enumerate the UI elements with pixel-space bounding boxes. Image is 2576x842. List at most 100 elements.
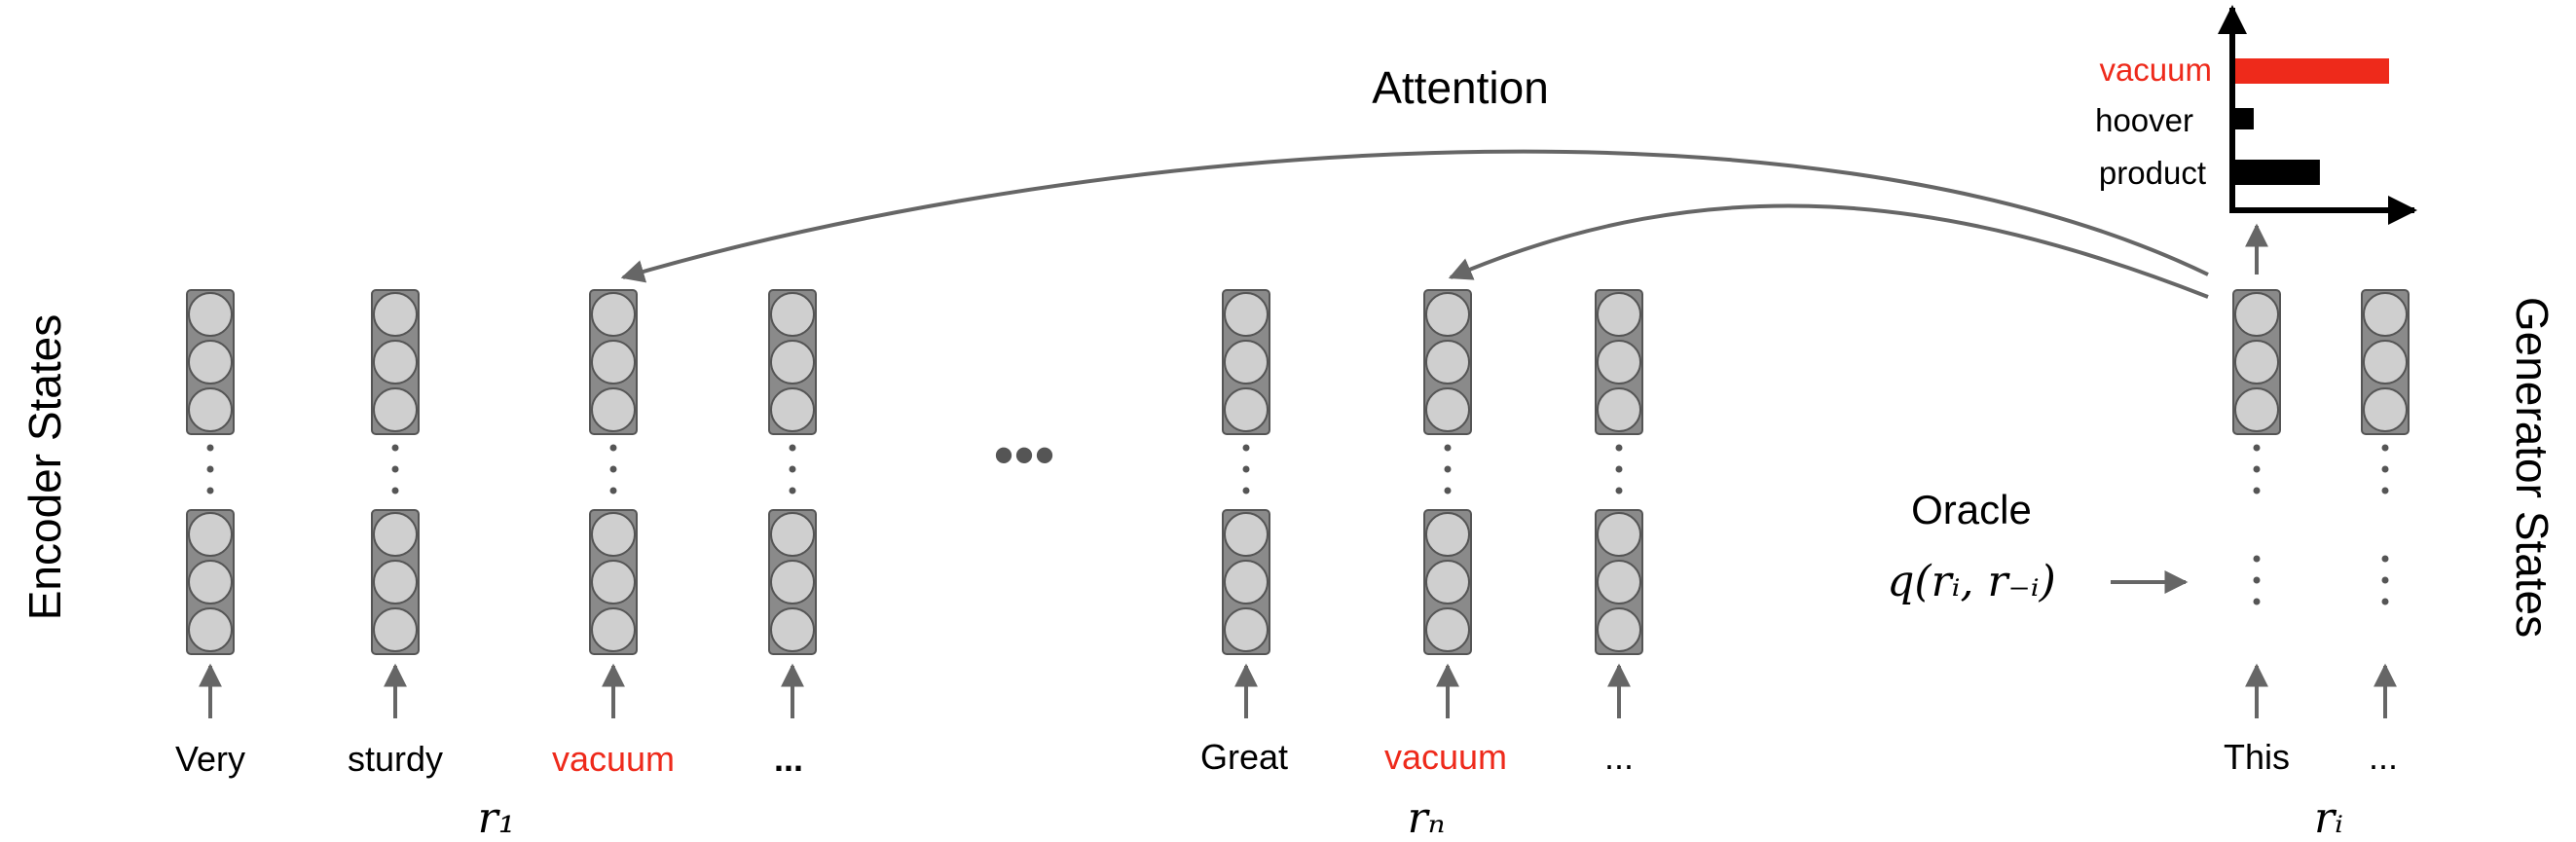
encoder-column-2 [371, 289, 420, 718]
generator-states-label: Generator States [2507, 297, 2558, 638]
encoder-column-5 [1222, 289, 1270, 718]
encoder-column-7 [1595, 289, 1643, 718]
oracle-formula: q(rᵢ, r₋ᵢ) [1887, 557, 2055, 606]
bottom-layer-stack [371, 509, 420, 655]
neuron [2234, 292, 2279, 337]
bottom-layer-stack [1595, 509, 1643, 655]
generator-words: This ... [2224, 737, 2398, 777]
bar-vacuum [2235, 58, 2389, 84]
top-layer-stack [1595, 289, 1643, 435]
neuron [1224, 340, 1269, 384]
middle-ellipsis: ••• [993, 422, 1054, 488]
neuron [2363, 292, 2408, 337]
word-ellipsis-3: ... [2369, 737, 2398, 777]
chart-label-hoover: hoover [2095, 102, 2193, 138]
neuron [770, 607, 815, 652]
word-vacuum-2: vacuum [1384, 737, 1507, 777]
attention-title: Attention [1372, 62, 1549, 113]
neuron [373, 607, 418, 652]
bottom-layer-stack [186, 509, 235, 655]
neuron [591, 560, 636, 604]
neuron [1597, 512, 1641, 557]
neuron [591, 292, 636, 337]
generator-columns [2232, 223, 2410, 718]
layer-dots [2381, 444, 2389, 605]
neuron [1224, 387, 1269, 432]
encoder-columns [186, 289, 1643, 718]
neuron [591, 387, 636, 432]
neuron [770, 292, 815, 337]
word-great: Great [1200, 737, 1288, 777]
bottom-layer-stack [1222, 509, 1270, 655]
layer-dots [391, 444, 399, 494]
word-this: This [2224, 737, 2290, 777]
bottom-layer-stack [1423, 509, 1472, 655]
neuron [1597, 387, 1641, 432]
top-layer-stack [1222, 289, 1270, 435]
neuron [1425, 512, 1470, 557]
neuron [1224, 607, 1269, 652]
neuron [1597, 292, 1641, 337]
top-layer-stack [2361, 289, 2410, 435]
bottom-layer-stack [589, 509, 638, 655]
word-ellipsis-1: ... [774, 739, 803, 779]
neuron [1224, 512, 1269, 557]
bar-hoover [2235, 108, 2254, 129]
generator-column-1 [2232, 289, 2281, 718]
neuron [373, 340, 418, 384]
segment-label-rN: rₙ [1408, 793, 1446, 842]
neuron [591, 607, 636, 652]
neuron [770, 340, 815, 384]
neuron [1597, 607, 1641, 652]
encoder-states-label: Encoder States [19, 314, 70, 621]
neuron [188, 340, 233, 384]
layer-dots [1615, 444, 1623, 494]
bottom-layer-stack [768, 509, 817, 655]
top-layer-stack [768, 289, 817, 435]
top-layer-stack [186, 289, 235, 435]
neuron [373, 387, 418, 432]
neuron [2234, 340, 2279, 384]
neuron [2234, 387, 2279, 432]
layer-dots [2253, 444, 2261, 605]
neuron [1425, 340, 1470, 384]
neuron [1425, 560, 1470, 604]
segment-label-ri: rᵢ [2314, 793, 2343, 842]
neuron [188, 607, 233, 652]
encoder-column-4 [768, 289, 817, 718]
word-ellipsis-2: ... [1604, 737, 1634, 777]
neuron [1425, 607, 1470, 652]
generator-column-2 [2361, 289, 2410, 718]
encoder-column-3 [589, 289, 638, 718]
attention-arc-to-vacuum-2 [1448, 203, 2209, 299]
neuron [188, 292, 233, 337]
layer-dots [1242, 444, 1250, 494]
bar-product [2235, 160, 2320, 185]
oracle-title: Oracle [1911, 487, 2032, 532]
layer-dots [206, 444, 214, 494]
neuron [2363, 387, 2408, 432]
neuron [1224, 560, 1269, 604]
neuron [770, 387, 815, 432]
neuron [1425, 387, 1470, 432]
neuron [188, 512, 233, 557]
top-layer-stack [589, 289, 638, 435]
encoder-words: Very sturdy vacuum ... Great vacuum ... [175, 737, 1634, 779]
word-very: Very [175, 739, 245, 779]
neuron [1597, 560, 1641, 604]
chart-label-product: product [2099, 155, 2206, 191]
attention-bar-chart: vacuum hoover product [2095, 5, 2417, 225]
neuron [373, 292, 418, 337]
layer-dots [609, 444, 617, 494]
attention-arc-to-vacuum-1 [620, 149, 2209, 283]
word-sturdy: sturdy [348, 739, 443, 779]
neuron [1224, 292, 1269, 337]
neuron [1597, 340, 1641, 384]
neuron [373, 560, 418, 604]
neuron [188, 560, 233, 604]
chart-label-vacuum: vacuum [2099, 52, 2212, 88]
encoder-column-1 [186, 289, 235, 718]
neuron [591, 340, 636, 384]
encoder-column-6 [1423, 289, 1472, 718]
